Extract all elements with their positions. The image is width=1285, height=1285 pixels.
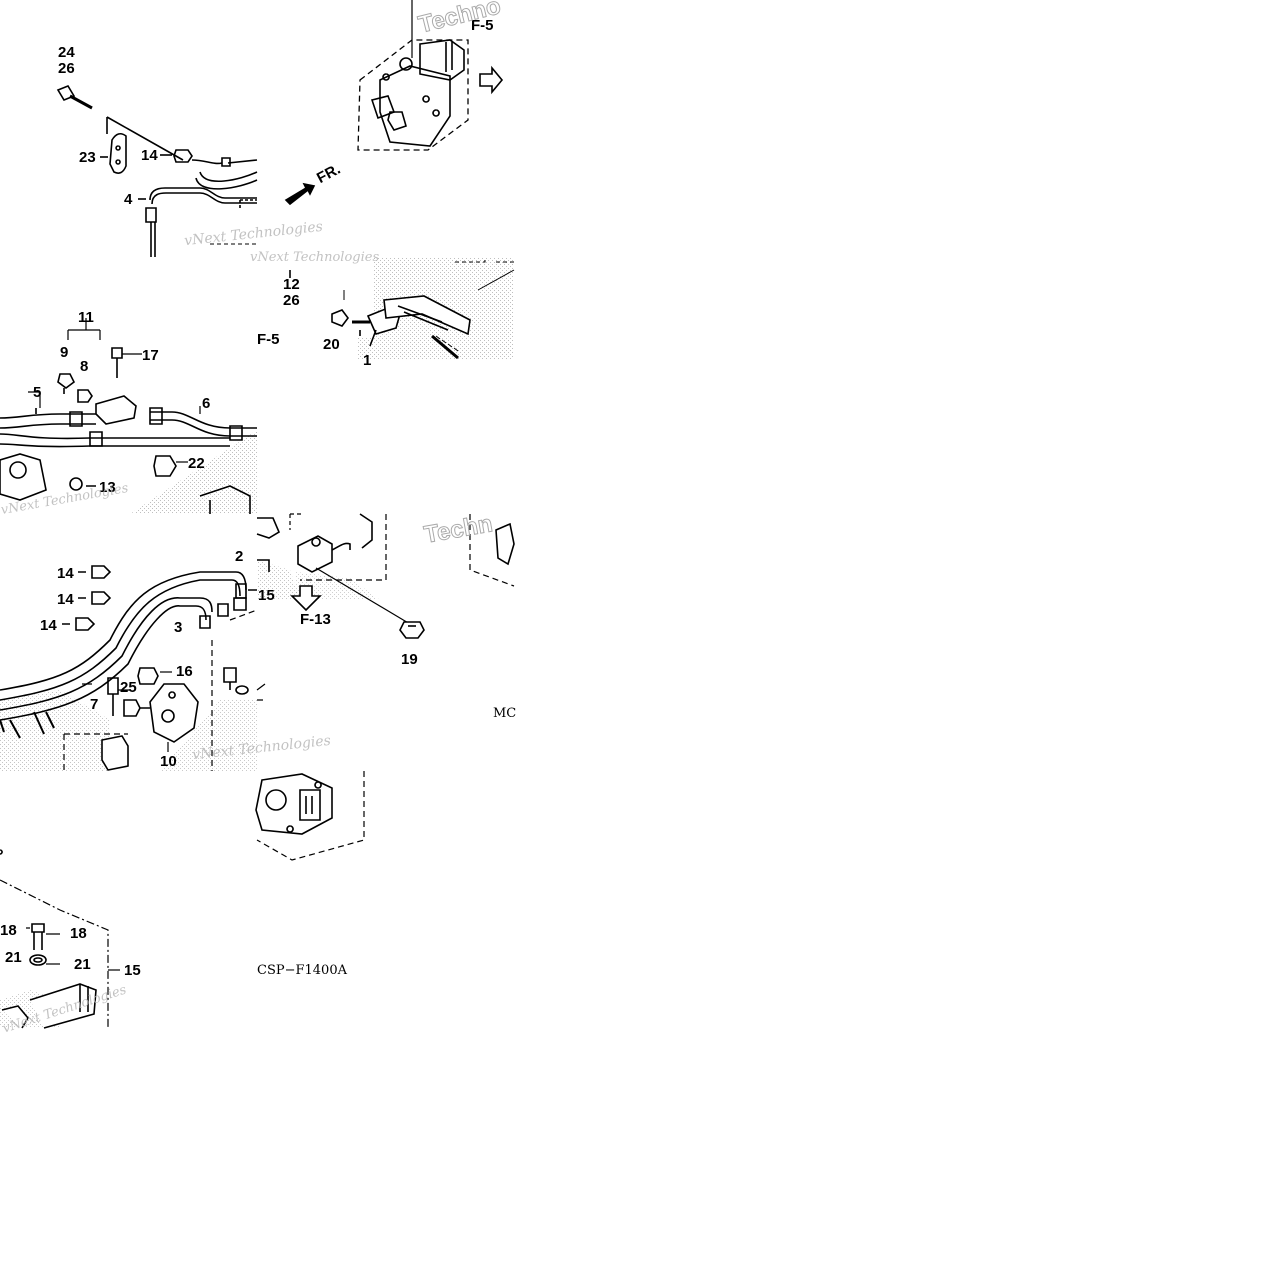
watermark-2: vNext Technologies — [250, 250, 380, 265]
tile-j-linework — [0, 849, 120, 1029]
callout-12: 12 — [283, 276, 300, 293]
callout-15: 15 — [258, 587, 275, 604]
tile-a-linework — [56, 85, 258, 257]
callout-26-b: 26 — [283, 292, 300, 309]
callout-14-d: 14 — [40, 617, 57, 634]
callout-6: 6 — [202, 395, 211, 412]
callout-14-c: 14 — [57, 591, 74, 608]
ref-f5-mid: F-5 — [257, 331, 280, 348]
callout-23: 23 — [79, 149, 96, 166]
sheet-code: CSP−F1400A — [257, 963, 347, 978]
callout-11: 11 — [78, 309, 94, 326]
callout-21: 21 — [5, 949, 22, 966]
callout-22: 22 — [188, 455, 205, 472]
tile-d-linework — [0, 318, 257, 514]
callout-10: 10 — [160, 753, 177, 770]
ref-f5-top: F-5 — [471, 17, 494, 34]
callout-19: 19 — [401, 651, 418, 668]
callout-5: 5 — [33, 384, 42, 401]
callout-20: 20 — [323, 336, 340, 353]
callout-26: 26 — [58, 60, 75, 77]
callout-14-b: 14 — [57, 565, 74, 582]
callout-21-b: 21 — [74, 956, 91, 973]
callout-13: 13 — [99, 479, 116, 496]
callout-4: 4 — [124, 191, 133, 208]
callout-1: 1 — [363, 352, 372, 369]
callout-17: 17 — [142, 347, 159, 364]
tile-h-linework — [256, 513, 515, 701]
callout-18-b: 18 — [70, 925, 87, 942]
sheet-code-fragment: MC — [493, 706, 517, 721]
callout-16: 16 — [176, 663, 193, 680]
callout-14: 14 — [141, 147, 158, 164]
callout-15-b: 15 — [124, 962, 141, 979]
ref-f13: F-13 — [300, 611, 331, 628]
tile-g-linework — [0, 565, 258, 771]
callout-3: 3 — [174, 619, 183, 636]
tile-b-linework — [284, 0, 504, 206]
callout-24: 24 — [58, 44, 75, 61]
tile-e-linework — [257, 257, 515, 514]
tile-k-linework — [255, 771, 365, 861]
callout-18: 18 — [0, 922, 17, 939]
callout-7: 7 — [90, 696, 99, 713]
callout-25: 25 — [120, 679, 137, 696]
callout-9: 9 — [60, 344, 69, 361]
callout-8: 8 — [80, 358, 89, 375]
callout-2: 2 — [235, 548, 244, 565]
